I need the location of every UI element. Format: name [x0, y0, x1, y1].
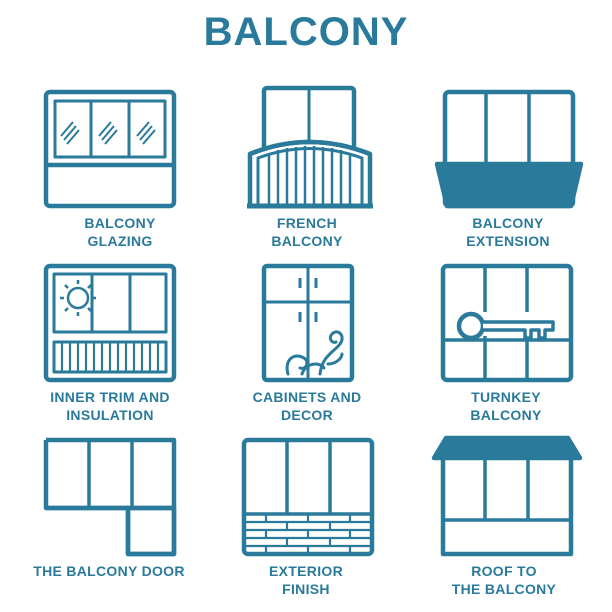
turnkey-balcony-icon [440, 263, 574, 383]
balcony-glazing-icon [43, 89, 177, 209]
inner-trim-insulation-icon [43, 263, 177, 383]
french-balcony-icon [247, 85, 373, 209]
balcony-extension-icon [434, 89, 584, 209]
balcony-door-label: THE BALCONY DOOR [33, 563, 185, 579]
cabinets-decor-icon [261, 263, 355, 383]
roof-balcony-icon [431, 435, 583, 557]
page-title: BALCONY [203, 10, 409, 54]
exterior-finish-icon [241, 437, 375, 557]
balcony-door-icon [43, 437, 177, 557]
